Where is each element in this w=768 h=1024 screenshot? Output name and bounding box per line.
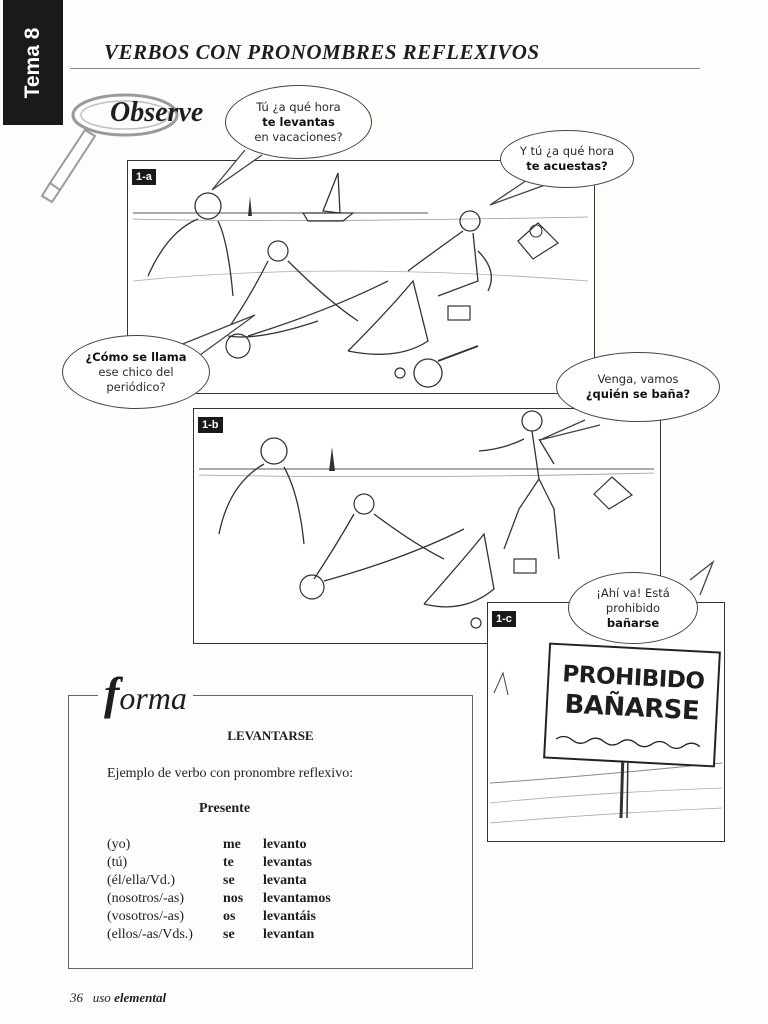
table-row: (vosotros/-as) os levantáis: [107, 909, 331, 927]
example-text: Ejemplo de verbo con pronombre reflexivo…: [107, 766, 354, 781]
panel-label-1c: 1-c: [492, 611, 516, 627]
speech-bubble-3: ¿Cómo se llama ese chico del periódico?: [62, 335, 210, 409]
panel-label-1a: 1-a: [132, 169, 156, 185]
speech-bubble-4: Venga, vamos ¿quién se baña?: [556, 352, 720, 422]
prohibido-sign: PROHIBIDO BAÑARSE: [543, 642, 721, 768]
chapter-tab: Tema 8: [3, 0, 63, 125]
speech-bubble-1: Tú ¿a qué hora te levantas en vacaciones…: [225, 85, 372, 159]
bubble-2-line-1: Y tú ¿a qué hora: [519, 144, 615, 158]
table-row: (tú) te levantas: [107, 855, 331, 873]
panel-1b: 1-b: [193, 408, 661, 644]
person-cell: (él/ella/Vd.): [107, 873, 176, 888]
bubble-1-line-2: te levantas: [262, 114, 335, 129]
observe-heading: Observe: [110, 97, 204, 128]
verb-form-cell: levantáis: [263, 909, 316, 924]
pronoun-cell: os: [223, 909, 236, 924]
pronoun-cell: nos: [223, 891, 244, 906]
verb-heading: LEVANTARSE: [227, 728, 314, 743]
verb-form-cell: levanto: [263, 837, 307, 852]
bubble-4-line-2: ¿quién se baña?: [585, 387, 691, 401]
bubble-4-line-1: Venga, vamos: [597, 372, 679, 386]
speech-bubble-5: ¡Ahí va! Está prohibido bañarse: [568, 572, 698, 644]
person-cell: (vosotros/-as): [107, 909, 184, 924]
person-cell: (nosotros/-as): [107, 891, 184, 906]
tense-heading: Presente: [199, 801, 251, 816]
pronoun-cell: se: [223, 927, 235, 942]
pronoun-cell: se: [223, 873, 235, 888]
person-cell: (yo): [107, 837, 131, 852]
table-row: (yo) me levanto: [107, 837, 331, 855]
beach-illustration-1b: [198, 410, 655, 629]
page-number: 36: [70, 990, 83, 1005]
verb-form-cell: levantan: [263, 927, 315, 942]
panel-label-1b: 1-b: [198, 417, 223, 433]
speech-bubble-2: Y tú ¿a qué hora te acuestas?: [500, 130, 634, 188]
verb-form-cell: levantamos: [263, 891, 331, 906]
bubble-5-line-3: bañarse: [606, 615, 660, 630]
title-divider: [70, 68, 700, 69]
table-row: (ellos/-as/Vds.) se levantan: [107, 927, 331, 945]
forma-heading: forma: [98, 667, 193, 720]
book-prefix: uso: [92, 990, 111, 1005]
bubble-3-line-1: ¿Cómo se llama: [85, 349, 187, 364]
waves-icon: [555, 735, 701, 750]
verb-form-cell: levanta: [263, 873, 307, 888]
page-title: VERBOS CON PRONOMBRES REFLEXIVOS: [104, 40, 540, 64]
beach-illustration-1c: [489, 671, 723, 824]
bubble-5-line-1: ¡Ahí va! Está: [596, 585, 670, 600]
bubble-1-line-3: en vacaciones?: [254, 129, 343, 144]
magnifying-glass-icon: [40, 93, 179, 204]
book-name: elemental: [114, 990, 167, 1005]
pronoun-cell: te: [223, 855, 234, 870]
table-row: (él/ella/Vd.) se levanta: [107, 873, 331, 891]
verb-form-cell: levantas: [263, 855, 312, 870]
bubble-3-line-2: ese chico del: [98, 364, 174, 379]
table-row: (nosotros/-as) nos levantamos: [107, 891, 331, 909]
person-cell: (ellos/-as/Vds.): [107, 927, 193, 942]
pronoun-cell: me: [223, 837, 241, 852]
panel-1c: PROHIBIDO BAÑARSE 1-c: [487, 602, 725, 842]
forma-box: LEVANTARSE Ejemplo de verbo con pronombr…: [68, 695, 473, 969]
conjugation-table: (yo) me levanto (tú) te levantas (él/ella/Vd…: [107, 837, 331, 945]
forma-initial: f: [104, 668, 120, 719]
page-footer: 36 uso elemental: [70, 990, 166, 1006]
beach-illustration-1a: [132, 172, 589, 388]
forma-rest: orma: [119, 680, 187, 716]
bubble-3-line-3: periódico?: [106, 379, 166, 394]
bubble-1-line-1: Tú ¿a qué hora: [256, 99, 341, 114]
panel-1a: 1-a: [127, 160, 595, 394]
bubble-5-line-2: prohibido: [605, 600, 661, 615]
bubble-2-line-2: te acuestas?: [526, 159, 608, 173]
person-cell: (tú): [107, 855, 128, 870]
